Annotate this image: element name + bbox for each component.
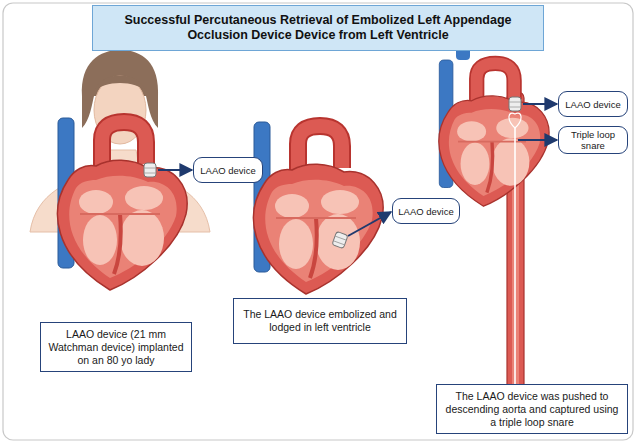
box-text: LAAO device [398, 206, 453, 217]
callout-box: LAAO device [558, 91, 628, 117]
caption-box: The LAAO device was pushed to descending… [436, 384, 628, 434]
caption-box: The LAAO device embolized and lodged in … [233, 298, 407, 344]
box-text: The LAAO device was pushed to descending… [443, 390, 621, 429]
box-text: The LAAO device embolized and lodged in … [240, 308, 400, 334]
box-text: LAAO device [200, 165, 255, 176]
box-text: Triple loop snare [562, 129, 624, 151]
caption-box: LAAO device (21 mm Watchman device) impl… [40, 322, 192, 372]
callout-box: LAAO device [193, 157, 263, 183]
box-text: LAAO device [565, 99, 620, 110]
title-text: Successful Percutaneous Retrieval of Emb… [101, 13, 535, 43]
box-text: LAAO device (21 mm Watchman device) impl… [47, 328, 185, 367]
callout-box: LAAO device [392, 198, 460, 224]
callout-box: Triple loop snare [558, 126, 628, 154]
title-box: Successful Percutaneous Retrieval of Emb… [92, 5, 544, 51]
